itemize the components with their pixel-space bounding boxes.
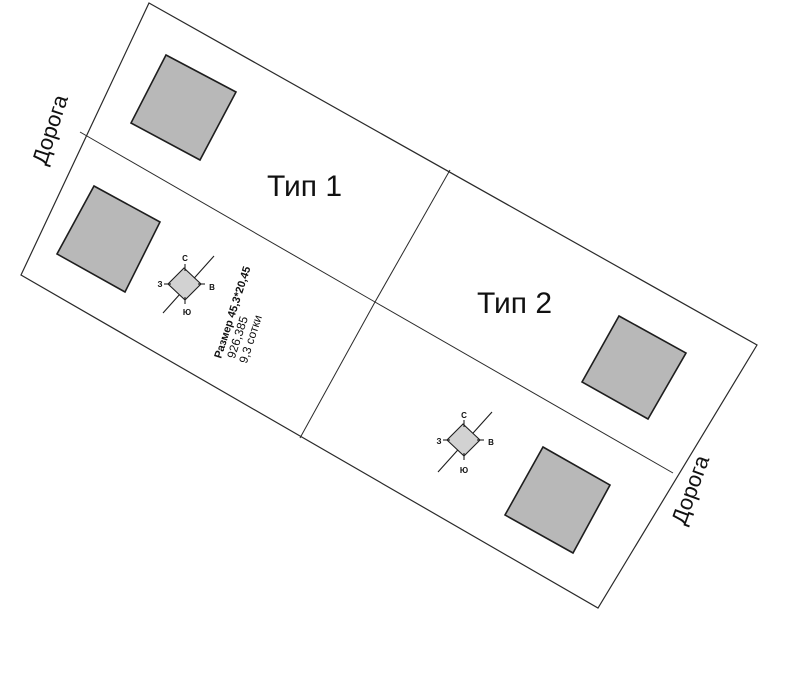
- compass-2-east: В: [488, 438, 494, 447]
- compass-2-west: З: [436, 437, 441, 446]
- divider-diagonal-lower: [299, 301, 376, 439]
- compass-1-north: С: [182, 254, 188, 263]
- compass-1-south: Ю: [183, 308, 191, 317]
- compass-1: С З В Ю: [157, 254, 215, 317]
- compass-1-east: В: [209, 283, 215, 292]
- plot-type-2-label: Тип 2: [477, 287, 552, 320]
- plot-type-1-label: Тип 1: [267, 170, 342, 203]
- divider-bottom-right: [374, 301, 674, 474]
- compass-2-south: Ю: [460, 466, 468, 475]
- divider-top-left: [79, 131, 376, 303]
- compass-2: С З В Ю: [436, 411, 494, 475]
- divider-diagonal-upper: [374, 169, 451, 303]
- house-1: [129, 53, 238, 162]
- road-label-left: Дорога: [27, 91, 73, 168]
- house-4: [503, 445, 612, 555]
- compass-1-west: З: [157, 280, 162, 289]
- site-outline: [20, 2, 758, 609]
- house-2: [55, 184, 162, 294]
- house-3: [580, 314, 688, 421]
- compass-2-north: С: [461, 411, 467, 420]
